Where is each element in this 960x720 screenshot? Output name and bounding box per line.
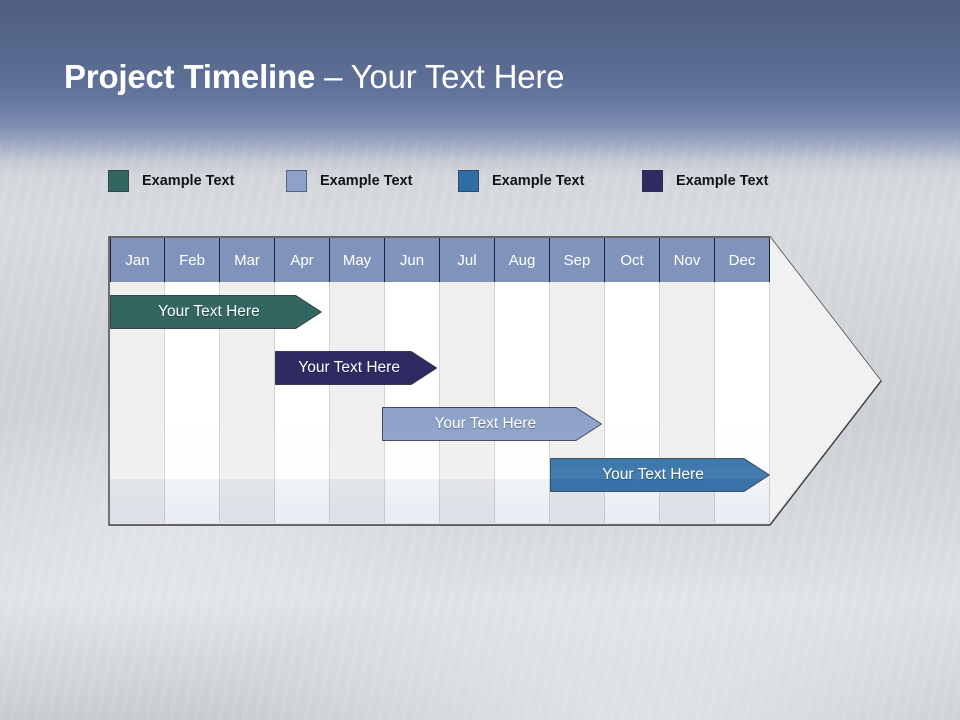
month-column-mar[interactable]: Mar (220, 238, 275, 523)
legend-item-3: Example Text (458, 168, 584, 194)
month-header-aug[interactable]: Aug (495, 238, 550, 282)
bar-arrow-shape (275, 351, 438, 385)
column-divider (384, 282, 385, 523)
bar-label: Your Text Here (602, 466, 704, 483)
page-title: Project Timeline – Your Text Here (64, 58, 564, 96)
month-header-mar[interactable]: Mar (220, 238, 275, 282)
column-divider (164, 282, 165, 523)
timeline-bar-3[interactable]: Your Text Here (382, 407, 603, 441)
timeline-bar-4[interactable]: Your Text Here (550, 458, 770, 492)
legend-swatch-icon (286, 170, 307, 192)
column-divider (494, 282, 495, 523)
month-column-jul[interactable]: Jul (440, 238, 495, 523)
column-divider (329, 282, 330, 523)
bar-arrow-shape (382, 407, 603, 441)
month-column-aug[interactable]: Aug (495, 238, 550, 523)
bar-arrow-shape (110, 295, 322, 329)
title-light-part: Your Text Here (350, 58, 565, 95)
timeline-bar-2[interactable]: Your Text Here (275, 351, 438, 385)
month-header-may[interactable]: May (330, 238, 385, 282)
bar-label: Your Text Here (298, 359, 400, 376)
month-header-sep[interactable]: Sep (550, 238, 605, 282)
legend-swatch-icon (642, 170, 663, 192)
legend: Example Text Example Text Example Text Exam… (108, 168, 888, 196)
column-divider (604, 282, 605, 523)
title-separator: – (315, 58, 351, 95)
month-header-jul[interactable]: Jul (440, 238, 495, 282)
month-header-apr[interactable]: Apr (275, 238, 330, 282)
legend-label: Example Text (142, 173, 235, 189)
month-header-feb[interactable]: Feb (165, 238, 220, 282)
legend-label: Example Text (492, 173, 585, 189)
month-header-jan[interactable]: Jan (110, 238, 165, 282)
legend-item-1: Example Text (108, 168, 234, 194)
column-divider (439, 282, 440, 523)
column-divider (219, 282, 220, 523)
month-header-dec[interactable]: Dec (715, 238, 770, 282)
legend-item-2: Example Text (286, 168, 412, 194)
column-divider (769, 282, 770, 523)
timeline-bar-1[interactable]: Your Text Here (110, 295, 322, 329)
column-divider (659, 282, 660, 523)
month-header-nov[interactable]: Nov (660, 238, 715, 282)
month-header-jun[interactable]: Jun (385, 238, 440, 282)
month-column-jan[interactable]: Jan (110, 238, 165, 523)
bar-label: Your Text Here (434, 415, 537, 432)
column-divider (549, 282, 550, 523)
title-bold-part: Project Timeline (64, 58, 316, 95)
month-column-feb[interactable]: Feb (165, 238, 220, 523)
bar-label: Your Text Here (158, 303, 260, 320)
legend-swatch-icon (458, 170, 479, 192)
column-divider (714, 282, 715, 523)
legend-label: Example Text (676, 173, 769, 189)
legend-swatch-icon (108, 170, 129, 192)
legend-label: Example Text (320, 173, 413, 189)
legend-item-4: Example Text (642, 168, 768, 194)
month-header-oct[interactable]: Oct (605, 238, 660, 282)
bar-arrow-shape (550, 458, 770, 492)
column-divider (274, 282, 275, 523)
